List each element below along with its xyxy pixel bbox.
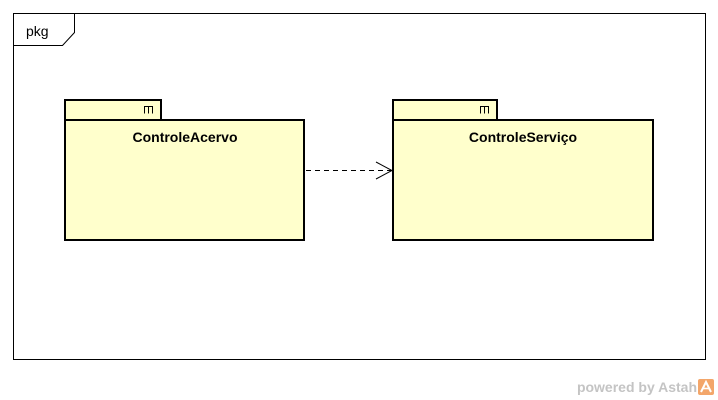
package-body <box>392 119 654 241</box>
package-tab <box>64 99 162 121</box>
package-icon <box>480 106 489 114</box>
package-controle-servico[interactable]: ControleServiço <box>392 99 654 241</box>
package-controle-acervo[interactable]: ControleAcervo <box>64 99 305 241</box>
package-name: ControleAcervo <box>132 129 237 145</box>
frame-label: pkg <box>26 23 49 39</box>
package-name: ControleServiço <box>469 129 577 145</box>
package-icon <box>144 106 153 114</box>
astah-logo-icon <box>698 379 714 395</box>
package-tab <box>392 99 498 121</box>
open-arrowhead <box>375 161 394 180</box>
dependency-arrow[interactable] <box>306 161 394 180</box>
watermark: powered by Astah <box>577 376 714 398</box>
package-body <box>64 119 305 241</box>
frame-tab <box>13 13 75 46</box>
watermark-text: powered by Astah <box>576 379 697 395</box>
